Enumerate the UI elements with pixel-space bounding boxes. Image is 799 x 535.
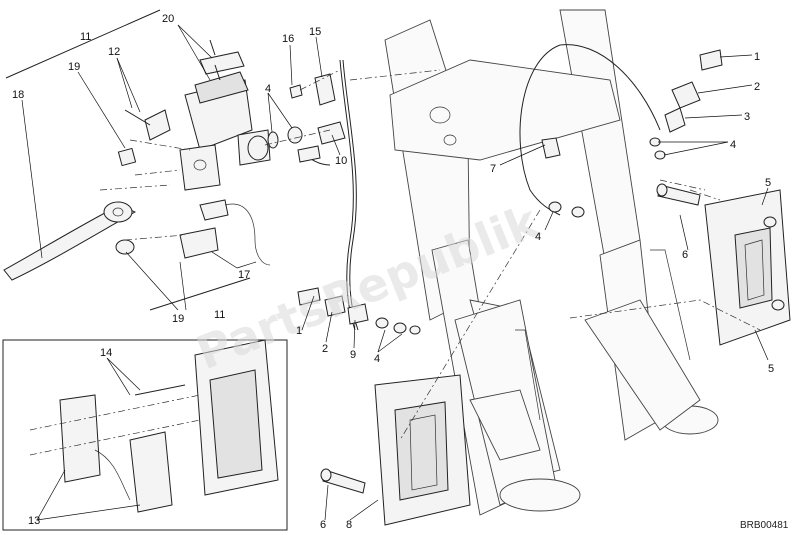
- callout-7: 7: [490, 163, 496, 175]
- brake-caliper-right: [656, 183, 791, 346]
- front-fork-assembly: [384, 9, 719, 516]
- callout-5-lower: 5: [768, 363, 774, 375]
- callout-19-bottom: 19: [172, 313, 184, 325]
- callout-4-mid: 4: [374, 353, 380, 365]
- callout-12: 12: [108, 46, 120, 58]
- callout-5: 5: [765, 177, 771, 189]
- callout-4-centre: 4: [535, 231, 541, 243]
- callout-labels: 18 11 19 12 20 16 15 4 10 17 19 11 1 2 9…: [12, 13, 789, 531]
- callout-6-right: 6: [682, 249, 688, 261]
- callout-14: 14: [100, 347, 112, 359]
- callout-2-right: 2: [754, 81, 760, 93]
- small-parts-left: [115, 39, 271, 266]
- brake-hoses: [299, 44, 661, 331]
- callout-1-right: 1: [754, 51, 760, 63]
- brake-pads-inset: [2, 339, 288, 531]
- callout-13: 13: [28, 515, 40, 527]
- callout-19-top: 19: [68, 61, 80, 73]
- callout-18: 18: [12, 89, 24, 101]
- fittings-mid: [297, 287, 421, 335]
- fittings-top: [267, 73, 346, 163]
- callout-4-right: 4: [730, 139, 736, 151]
- callout-3: 3: [744, 111, 750, 123]
- bracket-lines: [5, 9, 251, 311]
- fittings-right: [541, 49, 723, 218]
- reference-code: BRB00481: [740, 520, 789, 531]
- callout-8: 8: [346, 519, 352, 531]
- assembly-lines: [99, 69, 761, 441]
- callout-17: 17: [238, 269, 250, 281]
- callout-6-lower: 6: [320, 519, 326, 531]
- callout-20: 20: [162, 13, 174, 25]
- brake-caliper-lower: [320, 374, 471, 526]
- callout-15: 15: [309, 26, 321, 38]
- master-cylinder: [179, 51, 271, 191]
- callout-1-mid: 1: [296, 325, 302, 337]
- leader-lines: [21, 24, 769, 521]
- callout-11-top: 11: [80, 31, 91, 43]
- callout-9: 9: [350, 349, 356, 361]
- callout-2-mid: 2: [322, 343, 328, 355]
- callout-10: 10: [335, 155, 347, 167]
- callout-16: 16: [282, 33, 294, 45]
- callout-11-bottom: 11: [214, 309, 225, 321]
- callout-4-top: 4: [265, 83, 271, 95]
- brake-lever: [3, 201, 137, 281]
